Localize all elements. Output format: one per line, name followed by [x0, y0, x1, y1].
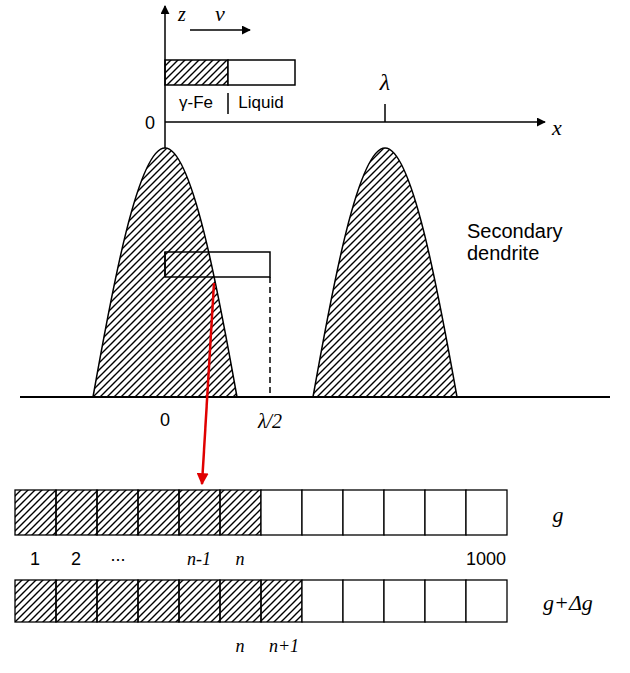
math-symbol: x — [552, 116, 562, 140]
divider — [227, 93, 229, 114]
grid-cell — [97, 490, 138, 535]
math-symbol: v — [215, 2, 225, 26]
x-axis — [165, 121, 545, 123]
zoom-arrow — [202, 283, 214, 484]
grid-cell — [384, 490, 425, 535]
math-symbol: λ/2 — [258, 410, 282, 432]
velocity-arrow — [190, 29, 250, 31]
grid-cell — [220, 580, 261, 622]
grid-cell — [302, 490, 343, 535]
volume-element — [165, 252, 270, 277]
grid-cell — [220, 490, 261, 535]
grid-cell — [15, 580, 56, 622]
grid-cell — [138, 490, 179, 535]
grid-cell — [179, 490, 220, 535]
grid-cell — [179, 580, 220, 622]
grid-cell — [56, 490, 97, 535]
solid-cell — [165, 60, 228, 85]
grid-cell — [425, 580, 466, 622]
math-symbol: n — [236, 550, 245, 570]
grid-cell — [261, 580, 302, 622]
half-spacing-line — [269, 277, 271, 397]
liquid-cell — [228, 60, 295, 85]
text-label: ... — [110, 546, 125, 566]
text-label: Liquid — [238, 94, 283, 113]
grid-cell — [15, 490, 56, 535]
lambda-tick — [384, 104, 386, 122]
grid-cell — [138, 580, 179, 622]
cell-bar — [15, 580, 507, 622]
grid-cell — [56, 580, 97, 622]
math-symbol: λ — [380, 69, 390, 95]
cell-bars — [15, 490, 507, 622]
grid-cell — [302, 580, 343, 622]
text-label: 0 — [145, 114, 155, 134]
text-label: Secondary dendrite — [467, 220, 587, 264]
grid-cell — [343, 580, 384, 622]
math-symbol: g+Δg — [543, 591, 593, 615]
text-label: 1000 — [466, 550, 506, 570]
grid-cell — [97, 580, 138, 622]
grid-cell — [466, 490, 507, 535]
grid-cell — [425, 490, 466, 535]
text-label: 2 — [71, 550, 81, 570]
z-axis — [164, 6, 166, 148]
text-label: γ-Fe — [179, 94, 213, 113]
math-symbol: g — [553, 503, 564, 527]
dendrite-arm — [313, 148, 457, 397]
base-line — [20, 396, 610, 398]
text-label: 1 — [30, 550, 40, 570]
cell-bar — [15, 490, 507, 535]
math-symbol: z — [178, 3, 186, 25]
grid-cell — [261, 490, 302, 535]
grid-cell — [384, 580, 425, 622]
grid-cell — [466, 580, 507, 622]
text-label: 0 — [160, 411, 170, 431]
math-symbol: n+1 — [269, 637, 299, 657]
grid-cell — [343, 490, 384, 535]
math-symbol: n — [236, 637, 245, 657]
math-symbol: n-1 — [187, 550, 211, 570]
